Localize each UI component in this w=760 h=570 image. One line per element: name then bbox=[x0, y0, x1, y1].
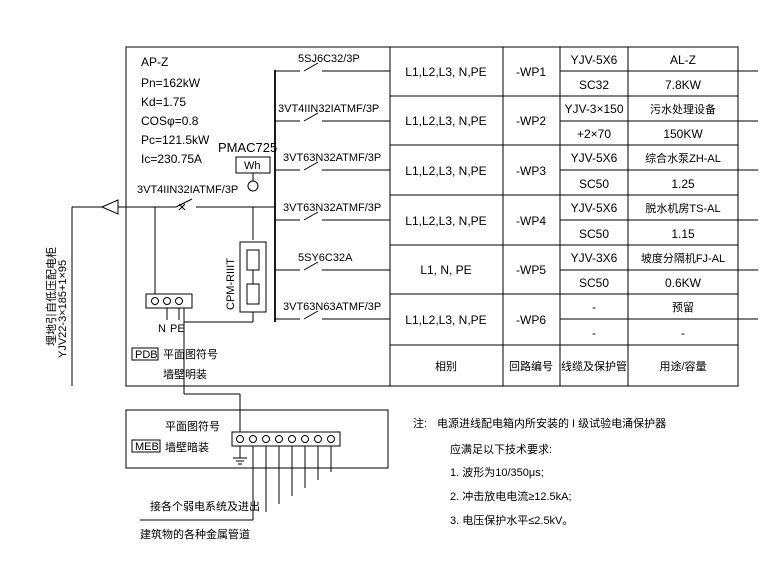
feeder-5-cable: YJV-3X6 bbox=[571, 251, 618, 265]
panel-cos: COSφ=0.8 bbox=[141, 114, 199, 128]
feeder-4-conduit: SC50 bbox=[579, 227, 609, 241]
feeder-5-capacity: 0.6KW bbox=[665, 276, 702, 290]
meb-line2: 墙壁暗装 bbox=[165, 440, 209, 454]
feeder-1-use: AL-Z bbox=[670, 53, 696, 67]
header-cable: 线缆及保护管 bbox=[561, 359, 627, 373]
meter-model: PMAC725 bbox=[218, 140, 277, 155]
feeder-4-breaker: 3VT63N32ATMF/3P bbox=[283, 202, 381, 214]
meb-line1: 平面图符号 bbox=[165, 420, 220, 433]
terminal-pe-label: PE bbox=[170, 323, 185, 335]
feeder-2-use: 污水处理设备 bbox=[650, 102, 716, 116]
feeder-3-cable: YJV-5X6 bbox=[571, 151, 618, 165]
current-transformer-symbol bbox=[247, 180, 259, 192]
feeder-1-cable: YJV-5X6 bbox=[571, 53, 618, 67]
feeder-1-phase: L1,L2,L3, N,PE bbox=[405, 65, 486, 79]
terminal-n-label: N bbox=[158, 323, 166, 335]
feeder-2-phase: L1,L2,L3, N,PE bbox=[405, 114, 486, 128]
spd-label: CPM-RIIIT bbox=[225, 258, 237, 310]
incoming-note: 埋地引自低压配电柜 bbox=[44, 247, 58, 346]
meb-box-frame bbox=[125, 409, 389, 469]
meb-tag-box bbox=[131, 439, 161, 453]
panel-ic: Ic=230.75A bbox=[141, 152, 202, 166]
feeder-6-use: 预留 bbox=[672, 301, 694, 314]
header-circuit: 回路编号 bbox=[509, 359, 553, 373]
feeder-6-circuit: -WP6 bbox=[516, 313, 546, 327]
feeder-4-capacity: 1.15 bbox=[671, 227, 695, 241]
feeder-3-use: 综合水泵ZH-AL bbox=[645, 151, 721, 165]
panel-pn: Pn=162kW bbox=[141, 76, 201, 90]
feeder-4-circuit: -WP4 bbox=[516, 214, 546, 228]
ground-text-line1: 接各个弱电系统及进出 bbox=[150, 499, 260, 513]
feeder-1-breaker: 5SJ6C32/3P bbox=[298, 53, 360, 65]
feeder-4-use: 脱水机房TS-AL bbox=[645, 201, 720, 215]
feeder-4-phase: L1,L2,L3, N,PE bbox=[405, 214, 486, 228]
feeder-6-phase: L1,L2,L3, N,PE bbox=[405, 313, 486, 327]
notes-item-3: 3. 电压保护水平≤2.5kV。 bbox=[450, 513, 573, 527]
ground-text-line2: 建筑物的各种金属管道 bbox=[140, 527, 250, 541]
notes-prefix: 注: bbox=[413, 416, 427, 430]
panel-pc: Pc=121.5kW bbox=[141, 133, 210, 147]
panel-kd: Kd=1.75 bbox=[141, 95, 186, 109]
feeder-3-breaker: 3VT63N32ATMF/3P bbox=[283, 152, 381, 164]
feeder-2-cable: YJV-3×150 bbox=[564, 102, 623, 116]
feeder-3-phase: L1,L2,L3, N,PE bbox=[405, 164, 486, 178]
pdb-line2: 墙壁明装 bbox=[163, 367, 207, 381]
feeder-5-breaker: 5SY6C32A bbox=[298, 252, 353, 264]
feeder-1-conduit: SC32 bbox=[579, 78, 609, 92]
feeder-1-circuit: -WP1 bbox=[516, 65, 546, 79]
notes-line2: 应满足以下技术要求: bbox=[450, 442, 552, 456]
notes-line1: 电源进线配电箱内所安装的 I 级试验电涌保护器 bbox=[437, 416, 666, 430]
incoming-cable-label: YJV22-3×185+1×95 bbox=[57, 260, 69, 358]
panel-name: AP-Z bbox=[141, 55, 168, 69]
feeder-6-breaker: 3VT63N63ATMF/3P bbox=[283, 301, 381, 313]
spd-branch bbox=[184, 207, 267, 323]
outgoing-feeder-lines bbox=[738, 70, 758, 320]
feeder-3-conduit: SC50 bbox=[579, 177, 609, 191]
header-use: 用途/容量 bbox=[659, 359, 706, 373]
meter-unit: Wh bbox=[244, 160, 261, 172]
feeder-3-circuit: -WP3 bbox=[516, 164, 546, 178]
pdb-tag-box bbox=[131, 347, 159, 361]
notes-item-2: 2. 冲击放电电流≥12.5kA; bbox=[450, 489, 572, 503]
pdb-tag: PDB bbox=[135, 349, 158, 361]
header-phase: 相别 bbox=[435, 360, 457, 373]
feeder-3-capacity: 1.25 bbox=[671, 177, 695, 191]
main-breaker-label: 3VT4IIN32IATMF/3P bbox=[137, 184, 238, 196]
incoming-line bbox=[71, 198, 275, 386]
feeder-6-conduit: - bbox=[592, 326, 596, 340]
terminal-block-upper bbox=[145, 207, 193, 322]
feeder-1-capacity: 7.8KW bbox=[665, 78, 702, 92]
feeder-5-circuit: -WP5 bbox=[516, 263, 546, 277]
feeder-6-capacity: - bbox=[681, 326, 685, 340]
distribution-box-frame bbox=[125, 46, 739, 387]
feeder-2-conduit: +2×70 bbox=[577, 127, 611, 141]
terminal-block-meb bbox=[140, 322, 341, 521]
feeder-2-capacity: 150KW bbox=[663, 127, 703, 141]
notes-item-1: 1. 波形为10/350μs; bbox=[450, 466, 544, 479]
feeder-table-grid bbox=[390, 47, 738, 386]
pdb-line1: 平面图符号 bbox=[163, 348, 218, 361]
feeder-5-phase: L1, N, PE bbox=[420, 263, 471, 277]
feeder-5-conduit: SC50 bbox=[579, 276, 609, 290]
feeder-2-breaker: 3VT4IIN32IATMF/3P bbox=[278, 103, 379, 115]
feeder-6-cable: - bbox=[592, 300, 596, 314]
feeder-2-circuit: -WP2 bbox=[516, 114, 546, 128]
meb-tag: MEB bbox=[135, 441, 159, 453]
feeder-branches bbox=[275, 62, 390, 320]
feeder-5-use: 坡度分隔机FJ-AL bbox=[641, 251, 725, 265]
feeder-4-cable: YJV-5X6 bbox=[571, 201, 618, 215]
